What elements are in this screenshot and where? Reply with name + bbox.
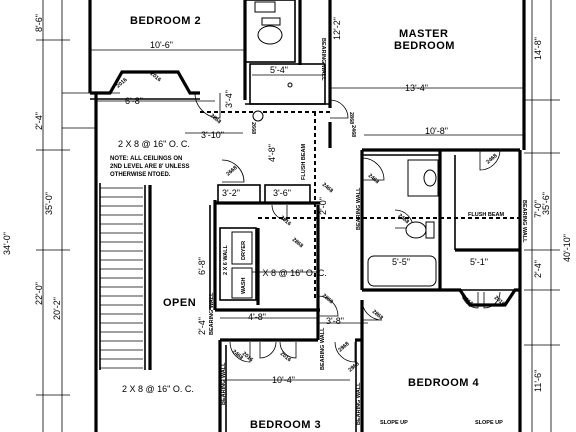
wall-2x6-label: 2 X 6 WALL <box>223 244 229 275</box>
joist-note: 2 X 8 @ 16" O. C. <box>255 268 327 278</box>
dimension-label: 3'-2" <box>222 188 240 198</box>
dimension-label: 13'-4" <box>405 83 428 93</box>
dimension-label: 20'-2" <box>52 297 62 320</box>
dimension-lines <box>36 0 560 432</box>
dimension-label: 3'-10" <box>201 130 224 140</box>
dimension-label: 2'-0" <box>318 197 328 215</box>
ceiling-note: 2ND LEVEL ARE 8' UNLESS <box>110 164 189 170</box>
door-tag: 2468 <box>350 125 356 137</box>
slope-up-label: SLOPE UP <box>475 420 503 426</box>
dimension-label: 2'-4" <box>533 260 543 278</box>
door-tag: 2868 <box>321 293 334 305</box>
room-label-master-line2: BEDROOM <box>394 40 455 52</box>
stair-treads <box>99 183 143 370</box>
bearing-wall-label: BEARING WALL <box>356 187 362 230</box>
dimension-label: 2'-4" <box>197 317 207 335</box>
bearing-wall-label: BEARING WALL <box>221 362 227 405</box>
dimension-label: 34'-0" <box>2 232 12 255</box>
door-tag: 2868 <box>347 361 360 373</box>
dimension-label: 3'-4" <box>224 90 234 108</box>
dimension-label: 22'-0" <box>34 282 44 305</box>
master-toilet-tank-icon <box>425 221 435 239</box>
room-label-bedroom-3: BEDROOM 3 <box>250 419 321 431</box>
ceiling-note: OTHERWISE NTOED. <box>110 172 171 178</box>
door-tag: 2468 <box>321 182 334 194</box>
dimension-label: 2'-4" <box>34 112 44 130</box>
flush-beam-label: FLUSH BEAM <box>468 212 504 218</box>
bathtub-icon <box>367 255 437 287</box>
dimension-label: 7'-0" <box>533 200 543 218</box>
room-label-master-line1: MASTER <box>399 28 448 40</box>
dryer-label: DRYER <box>241 241 247 260</box>
dimension-label: 3'-8" <box>326 316 344 326</box>
dimension-label: 35'-6" <box>541 192 551 215</box>
flush-beam-label: FLUSH BEAM <box>301 144 307 180</box>
window-tag: 2016 <box>279 351 292 363</box>
dimension-label: 4'-8" <box>267 144 277 162</box>
dimension-label: 5'-4" <box>270 65 288 75</box>
sink-icon <box>254 1 276 13</box>
water-heater-icon <box>252 110 264 122</box>
dryer-icon <box>231 231 253 265</box>
joist-note: 2 X 8 @ 16" O. C. <box>118 139 190 149</box>
dimension-label: 10'-8" <box>425 126 448 136</box>
dimension-label: 35'-0" <box>44 192 54 215</box>
dimension-label: 6'-8" <box>125 96 143 106</box>
room-label-open: OPEN <box>163 297 196 309</box>
door-tag: 2668 <box>225 165 238 177</box>
walls <box>88 0 526 432</box>
bearing-wall-label: BEARING WALL <box>356 382 362 425</box>
door-tag: 2468 <box>397 213 410 225</box>
ceiling-note: NOTE: ALL CEILINGS ON <box>110 156 182 162</box>
door-tag: 2468 <box>367 173 380 185</box>
bearing-wall-label: BEARING WALL <box>320 38 326 81</box>
door-tag: 2668 <box>250 122 256 134</box>
dimension-label: 11'-6" <box>533 370 543 392</box>
door-tag: 2468 <box>485 153 498 165</box>
dimension-label: 12'-2" <box>332 17 342 40</box>
room-label-bedroom-2: BEDROOM 2 <box>130 15 201 27</box>
slope-up-label: SLOPE UP <box>380 420 408 426</box>
bearing-wall-label: BEARING WALL <box>320 327 326 370</box>
dimension-label: 10'-4" <box>272 375 295 385</box>
toilet-tank-icon <box>261 17 281 26</box>
wash-label: WASH <box>241 277 247 294</box>
master-sink-icon <box>423 169 437 187</box>
door-tag: 2868 <box>348 112 354 124</box>
toilet-icon <box>257 25 283 45</box>
dimension-label: 14'-8" <box>533 37 543 60</box>
door-swings <box>194 92 501 363</box>
bearing-wall-label: BEARING WALL <box>209 292 215 335</box>
dimension-label: 4'-8" <box>248 312 266 322</box>
dimension-label: 10'-6" <box>150 40 173 50</box>
joist-note: 2 X 8 @ 16" O. C. <box>122 384 194 394</box>
shower-drain-icon <box>287 82 293 88</box>
washer-icon <box>231 267 253 299</box>
plumbing-fixtures <box>231 1 439 299</box>
bearing-wall-label: BEARING WALL <box>521 200 527 243</box>
dimension-label: 3'-6" <box>273 188 291 198</box>
master-toilet-icon <box>405 221 427 239</box>
room-label-bedroom-4: BEDROOM 4 <box>408 377 480 389</box>
dimension-label: 5'-5" <box>392 257 410 267</box>
dimension-label: 6'-8" <box>197 257 207 275</box>
dimension-label: 40'-10" <box>562 234 572 262</box>
window-tag: 2016 <box>279 215 292 227</box>
dimension-label: 8'-6" <box>34 14 44 32</box>
dimension-label: 5'-1" <box>470 257 488 267</box>
door-tag: 2468 <box>231 349 244 361</box>
door-tag: 2868 <box>291 237 304 249</box>
door-tag: 2868 <box>337 341 350 353</box>
beam-lines <box>200 111 520 300</box>
